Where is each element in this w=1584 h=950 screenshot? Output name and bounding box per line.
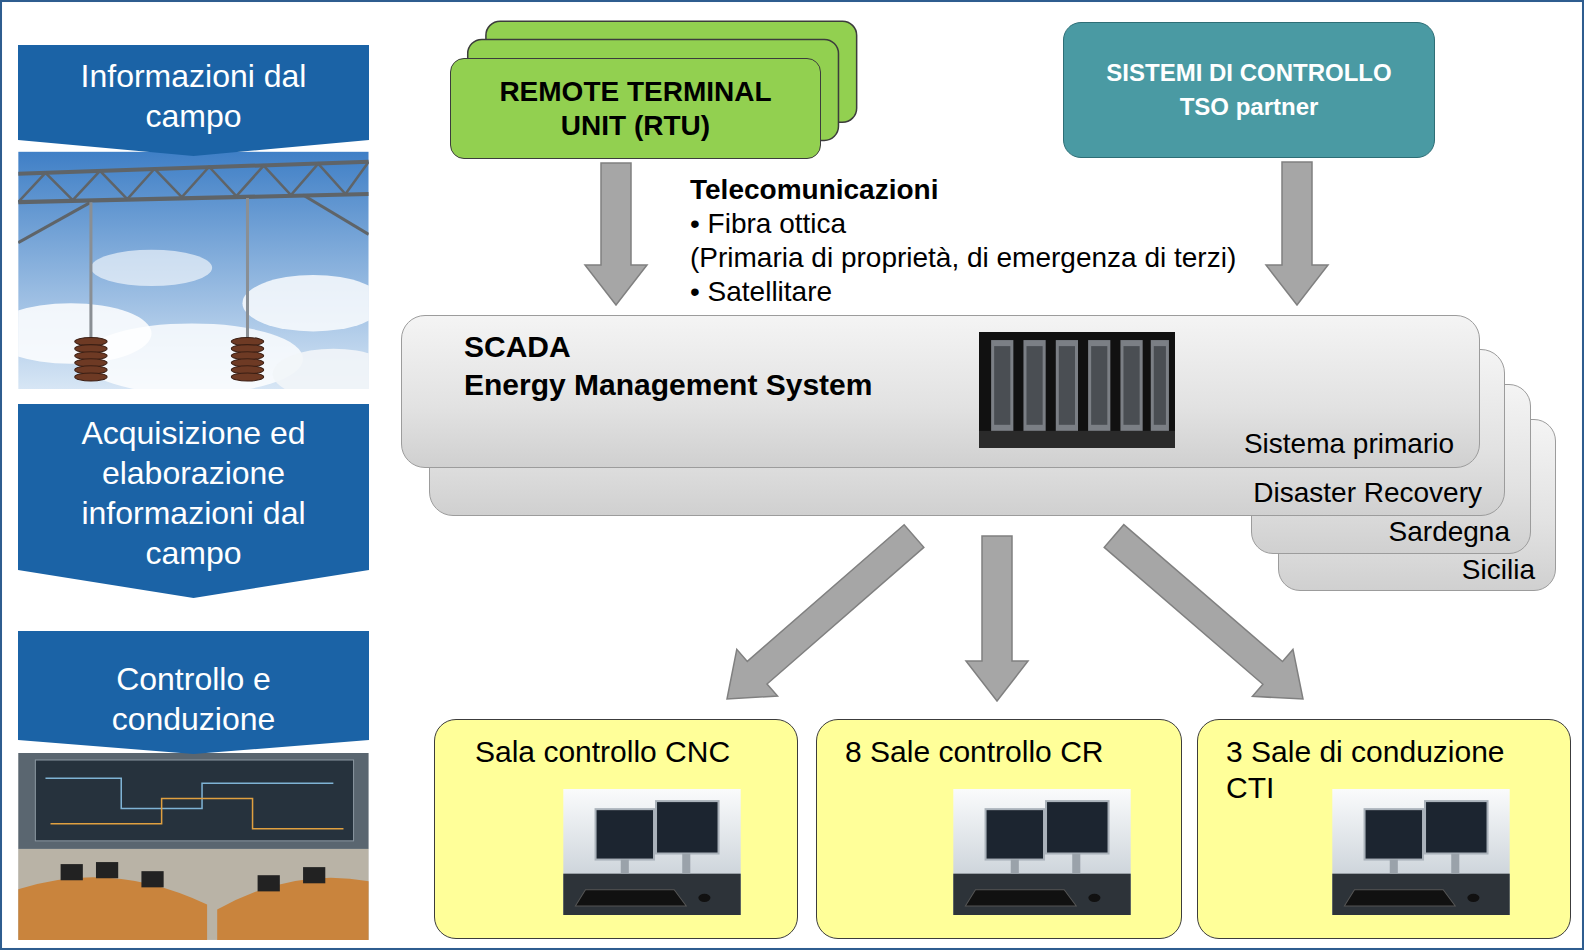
box-title: REMOTE TERMINAL UNIT (RTU) [481,75,791,143]
control-room-box: 3 Sale di conduzione CTI [1197,719,1571,939]
block-arrow [1266,162,1328,305]
room-label: 8 Sale controllo CR [845,734,1103,770]
block-arrow [727,525,924,699]
block-arrow [966,536,1028,701]
layer-label: Sardegna [1389,515,1510,549]
room-label: 3 Sale di conduzione CTI [1226,734,1526,806]
banner-fill [18,45,369,156]
rtu-box: REMOTE TERMINAL UNIT (RTU) [450,58,821,159]
control-room-box: Sala controllo CNC [434,719,798,939]
banner-text: Acquisizione ed elaborazione informazion… [44,413,344,573]
scada-system-box: SCADAEnergy Management SystemSistema pri… [401,315,1480,468]
computer-photo [1332,789,1510,915]
box-title: TSO partner [1180,90,1319,124]
pylon-photo [18,152,369,389]
note-line: • Fibra ottica [690,207,1236,241]
note-line: • Satellitare [690,275,1236,309]
note-line: (Primaria di proprietà, di emergenza di … [690,241,1236,275]
banner-text: Controllo e conduzione [44,659,344,739]
system-title: Sistema primario [1244,427,1454,461]
room-label: Sala controllo CNC [475,734,730,770]
computer-photo [953,789,1131,915]
system-title: Energy Management System [464,366,872,404]
telecom-notes: Telecomunicazioni• Fibra ottica(Primaria… [690,173,1236,309]
note-heading: Telecomunicazioni [690,173,1236,207]
layer-label: Sicilia [1462,553,1535,587]
stage-banner: Acquisizione ed elaborazione informazion… [18,404,369,598]
system-title: SCADA [464,328,571,366]
block-arrow [585,163,647,305]
server-photo [979,332,1175,448]
banner-fill [18,631,369,754]
stage-banner: Controllo e conduzione [18,631,369,754]
box-title: SISTEMI DI CONTROLLO [1106,56,1391,90]
computer-photo [563,789,741,915]
control-room-photo [18,753,369,940]
control-room-box: 8 Sale controllo CR [816,719,1182,939]
tso-box: SISTEMI DI CONTROLLOTSO partner [1063,22,1435,158]
stage-banner: Informazioni dal campo [18,45,369,156]
layer-label: Disaster Recovery [1253,476,1482,510]
banner-text: Informazioni dal campo [44,56,344,136]
banner-fill [18,404,369,598]
